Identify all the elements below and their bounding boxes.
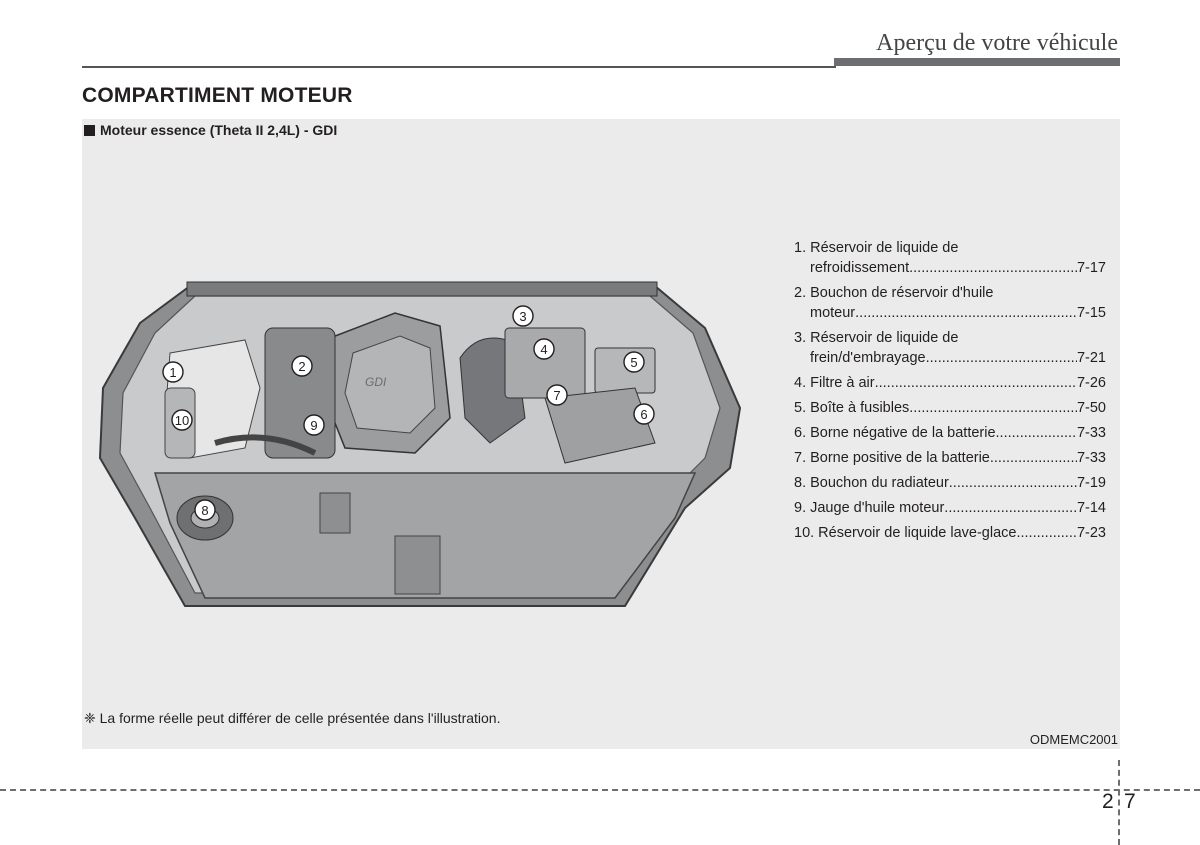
callout-9: 9 xyxy=(303,414,325,436)
list-item: 6. Borne négative de la batterie7-33 xyxy=(794,423,1106,443)
list-item: 5. Boîte à fusibles7-50 xyxy=(794,398,1106,418)
svg-text:10: 10 xyxy=(175,413,189,428)
list-item: 3. Réservoir de liquide de frein/d'embra… xyxy=(794,328,1106,368)
svg-text:9: 9 xyxy=(310,418,317,433)
header-divider xyxy=(82,66,836,68)
svg-text:1: 1 xyxy=(169,365,176,380)
callout-7: 7 xyxy=(546,384,568,406)
svg-text:8: 8 xyxy=(201,503,208,518)
svg-text:6: 6 xyxy=(640,407,647,422)
list-item: 8. Bouchon du radiateur7-19 xyxy=(794,473,1106,493)
chapter-number: 2 xyxy=(1102,790,1114,813)
page-number-divider xyxy=(1118,760,1120,845)
svg-text:7: 7 xyxy=(553,388,560,403)
square-bullet-icon xyxy=(84,125,95,136)
list-item: 4. Filtre à air7-26 xyxy=(794,373,1106,393)
subheading-text: Moteur essence (Theta II 2,4L) - GDI xyxy=(100,122,338,138)
callout-8: 8 xyxy=(194,499,216,521)
engine-compartment-illustration: GDI 1 2 3 4 5 6 7 8 9 10 xyxy=(95,268,745,613)
callout-1: 1 xyxy=(162,361,184,383)
support-tab xyxy=(319,492,351,534)
engine-svg: GDI 1 2 3 4 5 6 7 8 9 10 xyxy=(98,281,742,607)
svg-text:4: 4 xyxy=(540,342,547,357)
parts-list: 1. Réservoir de liquide de refroidisseme… xyxy=(794,238,1106,548)
fuse-box xyxy=(594,347,656,394)
list-item: 7. Borne positive de la batterie7-33 xyxy=(794,448,1106,468)
subheading: Moteur essence (Theta II 2,4L) - GDI xyxy=(84,122,337,138)
svg-text:3: 3 xyxy=(519,309,526,324)
list-item: 10. Réservoir de liquide lave-glace7-23 xyxy=(794,523,1106,543)
callout-3: 3 xyxy=(512,305,534,327)
page-number: 7 xyxy=(1124,790,1136,813)
svg-text:2: 2 xyxy=(298,359,305,374)
hood-top-strip xyxy=(186,281,658,297)
callout-6: 6 xyxy=(633,403,655,425)
list-item: 1. Réservoir de liquide de refroidisseme… xyxy=(794,238,1106,278)
battery xyxy=(544,387,656,464)
footnote: ❈ La forme réelle peut différer de celle… xyxy=(84,710,501,726)
engine-cover-label: GDI xyxy=(365,375,387,389)
figure-code: ODMEMC2001 xyxy=(1029,732,1118,747)
header-accent-bar xyxy=(834,58,1120,66)
section-title: COMPARTIMENT MOTEUR xyxy=(82,84,353,107)
callout-4: 4 xyxy=(533,338,555,360)
list-item: 2. Bouchon de réservoir d'huile moteur7-… xyxy=(794,283,1106,323)
support-block xyxy=(394,535,441,595)
callout-10: 10 xyxy=(171,409,193,431)
hose-lower xyxy=(214,434,317,456)
list-item: 9. Jauge d'huile moteur7-14 xyxy=(794,498,1106,518)
engine-cover-top xyxy=(344,335,436,434)
callout-5: 5 xyxy=(623,351,645,373)
footer-divider xyxy=(0,789,1200,791)
svg-text:5: 5 xyxy=(630,355,637,370)
header-title: Aperçu de votre véhicule xyxy=(876,30,1118,56)
callout-2: 2 xyxy=(291,355,313,377)
